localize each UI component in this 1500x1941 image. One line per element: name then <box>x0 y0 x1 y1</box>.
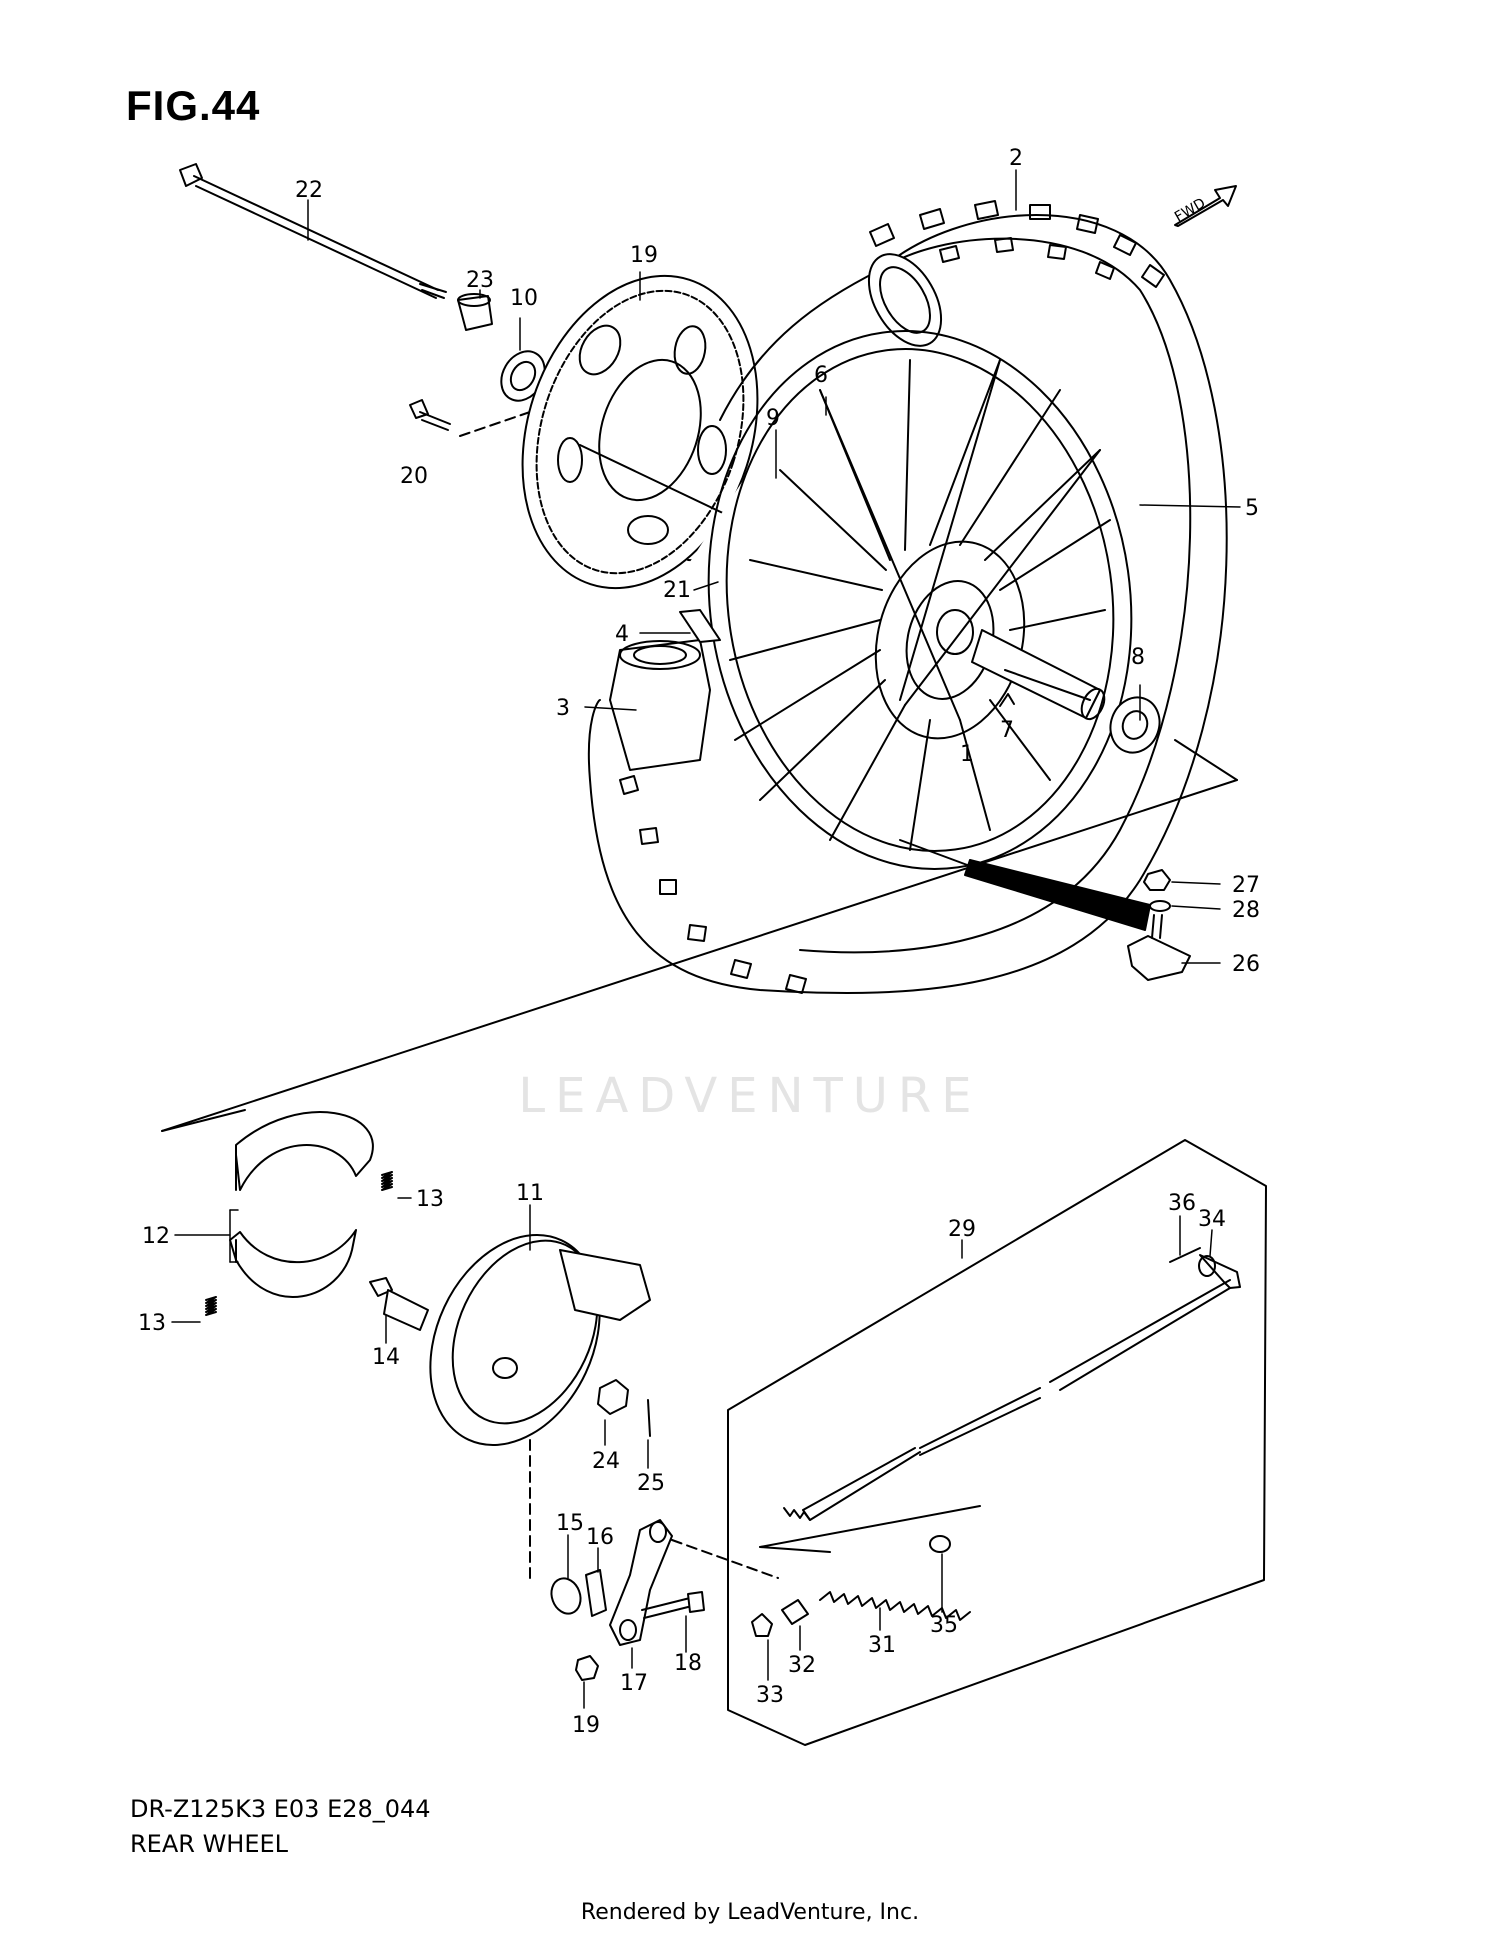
brake-panel <box>429 1233 651 1447</box>
callout-24: 23 <box>466 268 494 293</box>
figure-title: FIG.44 <box>126 82 261 129</box>
brake-spring-lower <box>205 1296 217 1316</box>
lever-bolt <box>641 1591 705 1619</box>
callout-17: 17 <box>620 1671 648 1696</box>
forward-arrow-icon <box>1174 185 1237 227</box>
watermark-text: LEADVENTURE <box>518 1068 982 1124</box>
callout-27: 26 <box>1232 952 1260 977</box>
callout-4: 4 <box>615 622 629 647</box>
sprocket-bolt <box>409 399 531 437</box>
callout-9: 9 <box>766 406 780 431</box>
brake-rod-box <box>727 1139 1267 1746</box>
brake-cam <box>369 1277 429 1331</box>
wear-indicator-plate <box>585 1569 607 1617</box>
callout-12: 12 <box>142 1224 170 1249</box>
callout-11: 11 <box>516 1181 544 1206</box>
callout-1: 1 <box>960 742 974 767</box>
callout-5: 5 <box>1245 496 1259 521</box>
callout-25: 24 <box>592 1449 620 1474</box>
callout-31: 31 <box>868 1633 896 1658</box>
brake-cam-lever <box>609 1519 673 1646</box>
callout-20: 19 <box>630 243 658 268</box>
callout-23: 22 <box>295 178 323 203</box>
rear-sprocket <box>521 274 791 590</box>
axle-spacer <box>457 293 493 331</box>
callout-33: 33 <box>756 1683 784 1708</box>
callout-6: 6 <box>814 363 828 388</box>
callout-15: 15 <box>556 1511 584 1536</box>
callout-14: 14 <box>372 1345 400 1370</box>
rim-lock <box>1127 914 1191 981</box>
section-line-left <box>161 1109 246 1132</box>
leader-lines <box>171 169 1241 1709</box>
callout-21: 20 <box>400 464 428 489</box>
model-code: DR-Z125K3 E03 E28_044 <box>130 1795 431 1823</box>
cam-washer <box>550 1577 582 1615</box>
callout-13-upper: 13 <box>416 1187 444 1212</box>
callout-10: 10 <box>510 286 538 311</box>
callout-19: 19 <box>572 1713 600 1738</box>
callout-7: 7 <box>1000 718 1014 743</box>
callout-2: 2 <box>1009 146 1023 171</box>
fwd-label: FWD <box>1172 195 1208 225</box>
rear-axle <box>179 163 447 299</box>
section-line-lower <box>161 779 1238 1132</box>
callout-36: 36 <box>1168 1191 1196 1216</box>
callout-29: 28 <box>1232 898 1260 923</box>
cotter-pin <box>647 1399 651 1437</box>
rim-lock-washer <box>1149 900 1171 912</box>
callout-labels: 2 22 23 10 19 6 9 20 5 21 4 8 7 1 3 27 2… <box>138 146 1260 1738</box>
callout-16: 16 <box>586 1525 614 1550</box>
callout-34: 34 <box>1198 1207 1226 1232</box>
lever-nut <box>575 1655 599 1681</box>
callout-13-lower: 13 <box>138 1311 166 1336</box>
callout-3: 3 <box>556 696 570 721</box>
footer-credit: Rendered by LeadVenture, Inc. <box>580 1900 920 1925</box>
brake-spring-upper <box>381 1171 393 1191</box>
callout-22: 21 <box>663 578 691 603</box>
brake-cam-nut <box>597 1379 629 1415</box>
section-line-right <box>1174 739 1238 781</box>
rim-lock-nut <box>1143 869 1171 891</box>
callout-26: 25 <box>637 1471 665 1496</box>
callout-28: 27 <box>1232 873 1260 898</box>
brake-shoes <box>229 1111 374 1298</box>
diagram-name: REAR WHEEL <box>130 1830 289 1858</box>
callout-30: 29 <box>948 1217 976 1242</box>
callout-18: 18 <box>674 1651 702 1676</box>
callout-35: 35 <box>930 1613 958 1638</box>
callout-8: 8 <box>1131 645 1145 670</box>
rear-wheel-assembly <box>587 200 1228 994</box>
callout-32: 32 <box>788 1653 816 1678</box>
